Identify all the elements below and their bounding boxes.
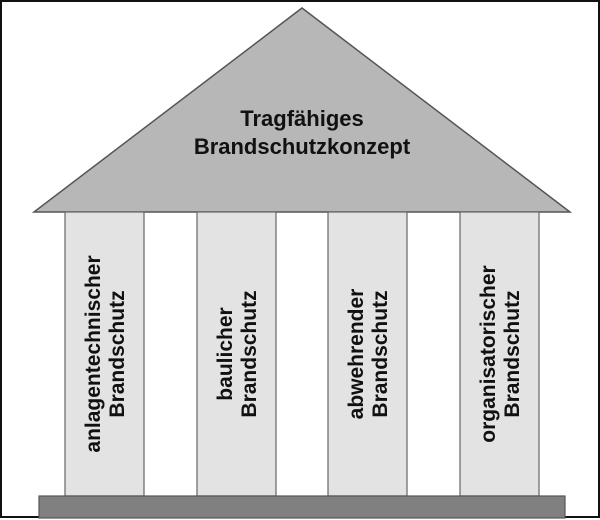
pillar-label-line2: Brandschutz [106,290,129,417]
pillar-shape [196,211,277,497]
pillar-anlagentechnisch: anlagentechnischer Brandschutz [64,211,145,497]
pillar-label-line1: abwehrender [345,289,368,420]
base-foundation [38,495,566,519]
roof-title-line1: Tragfähiges [240,106,363,131]
pillar-shape [327,211,408,497]
pillar-label-line1: baulicher [214,307,237,400]
pillar-label-line1: organisatorischer [477,265,500,442]
pillar-label-line2: Brandschutz [501,290,524,417]
pillar-shape [459,211,540,497]
pillar-label-line2: Brandschutz [369,290,392,417]
roof [31,7,573,213]
roof-title-line2: Brandschutzkonzept [194,134,411,159]
pillar-shape [64,211,145,497]
pillar-organisatorisch: organisatorischer Brandschutz [459,211,540,497]
pillar-abwehrend: abwehrender Brandschutz [327,211,408,497]
pillar-label-line1: anlagentechnischer [82,255,105,452]
pillar-label-line2: Brandschutz [238,290,261,417]
pillar-baulich: baulicher Brandschutz [196,211,277,497]
